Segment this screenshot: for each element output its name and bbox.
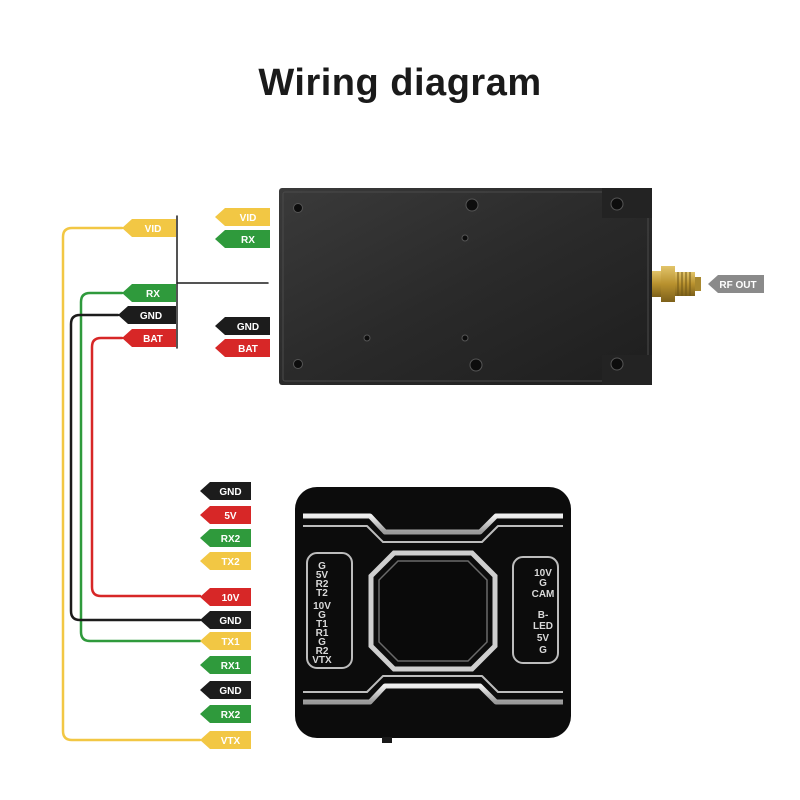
rf-out-label: RF OUT [708,275,764,293]
label-tag-bat [215,339,270,357]
fc-label-text: 10V [222,593,240,604]
fc-label-text: GND [219,686,241,697]
fc-label-tag [200,681,251,699]
fc-label-tag [200,611,251,629]
screw-icon [610,197,624,211]
fc-pin-print: 10V [534,568,552,579]
fc-label-tag [200,482,251,500]
label-tag-vid-left [122,219,176,237]
screw-icon [363,334,371,342]
fc-label-text: GND [219,487,241,498]
fc-label-tag [200,632,251,650]
screw-icon [469,358,483,372]
fc-pin-print: G [539,645,547,656]
fc-label-tag [200,656,251,674]
fc-pin-print: G [318,561,326,572]
screw-icon [465,198,479,212]
fc-processor-frame [368,550,498,672]
screw-icon [293,359,303,369]
fc-pin-print: LED [533,621,553,632]
label-rx-left-text: RX [146,289,160,300]
fc-label-text: RX2 [221,534,241,545]
label-tag-bat-left [122,329,176,347]
page-title: Wiring diagram [258,62,542,104]
label-gnd-left-text: GND [140,311,162,322]
fc-pin-print: T1 [316,619,328,630]
fc-pin-print: B- [538,610,549,621]
vtx-body [279,188,652,385]
screw-icons [293,197,624,372]
wire-vid-vtx [61,226,202,742]
label-rx-text: RX [241,235,255,246]
fc-label-text: TX1 [221,637,240,648]
wire-bat-10v [90,336,202,598]
fc-label-tag [200,705,251,723]
screw-icon [461,334,469,342]
wire-gnd-gnd [69,313,202,622]
fc-pin-print: R2 [316,646,329,657]
screw-icon [461,234,469,242]
wires [61,215,269,742]
label-rf-out-text: RF OUT [719,280,756,291]
fc-label-text: TX2 [221,557,240,568]
fc-pin-print: G [539,578,547,589]
fc-pin-print: CAM [532,589,555,600]
label-bat-text: BAT [238,344,258,355]
label-bat-left-text: BAT [143,334,163,345]
wire-rx-tx1 [79,291,202,643]
fc-label-tag [200,506,251,524]
screw-icon [293,203,303,213]
fc-label-tag [200,529,251,547]
fc-label-text: RX1 [221,661,241,672]
screw-icon [610,357,624,371]
label-tag-rx-left [122,284,176,302]
fc-pin-print: G [318,610,326,621]
label-vid-left-text: VID [145,224,162,235]
vtx-top-labels: VID RX [215,208,270,248]
fc-label-text: 5V [224,511,237,522]
fc-label-text: RX2 [221,710,241,721]
vtx-left-labels: VID RX GND BAT [118,219,176,347]
fc-pin-print: R1 [316,628,329,639]
label-gnd-text: GND [237,322,259,333]
fc-label-tag [200,552,251,570]
label-tag-gnd-left [118,306,176,324]
vtx-mid-labels: GND BAT [215,317,270,357]
label-tag-rf-out [708,275,764,293]
fc-pin-print: 5V [537,633,550,644]
fc-pin-print: T2 [316,588,328,599]
fc-label-text: VTX [221,736,241,747]
fc-label-tag [200,731,251,749]
label-tag-vid [215,208,270,226]
label-vid-text: VID [240,213,257,224]
fc-pin-print: 5V [316,570,329,581]
fc-pin-print: R2 [316,579,329,590]
fc-label-tag [200,588,251,606]
fc-pin-print: 10V [313,601,331,612]
label-tag-rx [215,230,270,248]
label-tag-gnd [215,317,270,335]
vtx-module [279,188,701,385]
fc-label-text: GND [219,616,241,627]
fc-pin-print: G [318,637,326,648]
fc-pin-print: VTX [312,655,332,666]
sma-antenna-connector [652,266,701,302]
